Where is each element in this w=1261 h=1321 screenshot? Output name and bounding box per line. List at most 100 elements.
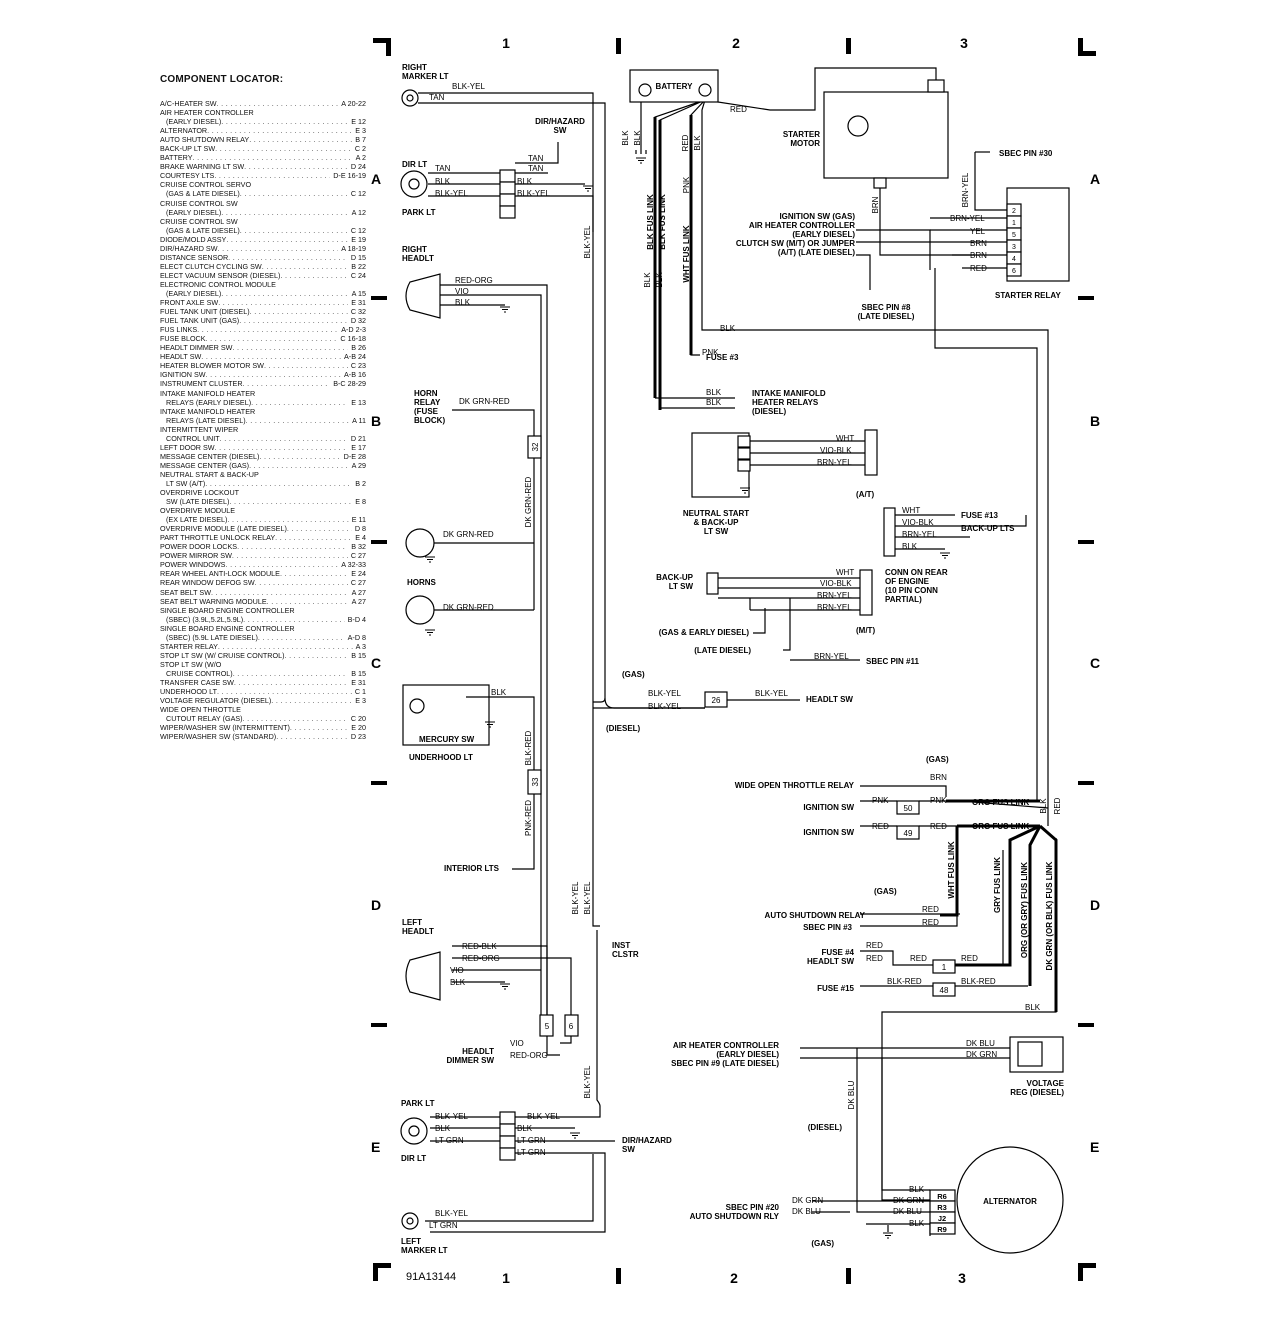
locator-grid-ref: A 3 bbox=[355, 641, 366, 651]
locator-component-name: SINGLE BOARD ENGINE CONTROLLER bbox=[160, 623, 295, 633]
locator-grid-ref: B 32 bbox=[351, 542, 366, 552]
wire-label: VIO bbox=[510, 1039, 524, 1048]
sbec-pin-30-label: SBEC PIN #30 bbox=[999, 149, 1053, 158]
locator-row: SINGLE BOARD ENGINE CONTROLLER bbox=[160, 624, 366, 633]
splice-26: 26 bbox=[712, 696, 721, 705]
alt-pin-r3: R3 bbox=[937, 1203, 947, 1212]
locator-row: TRANSFER CASE SWE 31 bbox=[160, 678, 366, 687]
locator-component-name: VOLTAGE REGULATOR (DIESEL) bbox=[160, 696, 272, 706]
wire-label: DK GRN-RED bbox=[443, 603, 494, 612]
wire-label: WHT bbox=[902, 506, 920, 515]
wire-label: LT GRN bbox=[517, 1136, 546, 1145]
locator-grid-ref: A-D 2-3 bbox=[341, 325, 366, 335]
locator-component-name: (EX LATE DIESEL) bbox=[166, 515, 228, 525]
locator-grid-ref: A 2 bbox=[355, 153, 366, 163]
locator-component-name: TRANSFER CASE SW bbox=[160, 678, 234, 687]
zone-row-b-left: B bbox=[371, 413, 381, 429]
locator-row: LEFT DOOR SWE 17 bbox=[160, 443, 366, 452]
splice-50: 50 bbox=[904, 804, 913, 813]
frame-marks bbox=[371, 38, 1096, 1284]
locator-grid-ref: A 27 bbox=[351, 596, 366, 606]
locator-row: WIDE OPEN THROTTLE bbox=[160, 705, 366, 714]
wire-label: DK GRN bbox=[792, 1196, 823, 1205]
ignition-sw-2-label: IGNITION SW bbox=[803, 828, 854, 837]
wire-label: BRN-YEL bbox=[950, 214, 985, 223]
wire-label: BRN-YEL bbox=[902, 530, 937, 539]
locator-grid-ref: A-B 16 bbox=[344, 370, 366, 380]
locator-row: SEAT BELT WARNING MODULE A 27 bbox=[160, 597, 366, 606]
wire-label: BLK bbox=[633, 130, 642, 146]
locator-component-name: MESSAGE CENTER (GAS) bbox=[160, 460, 250, 470]
zone-col-1-bottom: 1 bbox=[502, 1270, 510, 1286]
zone-row-d-right: D bbox=[1090, 897, 1100, 913]
alternator-label: ALTERNATOR bbox=[983, 1197, 1037, 1206]
wire-label: BLK bbox=[655, 272, 664, 288]
wire-label: BRN bbox=[970, 239, 987, 248]
locator-component-name: LEFT DOOR SW bbox=[160, 442, 215, 452]
gas-4-label: (GAS) bbox=[811, 1239, 834, 1248]
fuse-13-label: FUSE #13 bbox=[961, 511, 998, 520]
locator-component-name: FRONT AXLE SW bbox=[160, 298, 219, 308]
locator-row: REAR WINDOW DEFOG SWC 27 bbox=[160, 578, 366, 587]
horns-label: HORNS bbox=[407, 578, 437, 587]
wire-label: BLK-YEL bbox=[452, 82, 485, 91]
locator-component-name: HEADLT SW bbox=[160, 352, 202, 362]
locator-grid-ref: E 20 bbox=[351, 723, 366, 733]
locator-row: SEAT BELT SW A 27 bbox=[160, 588, 366, 597]
locator-component-name: COURTESY LTS bbox=[160, 171, 215, 181]
gas-early-diesel-label: (GAS & EARLY DIESEL) bbox=[659, 628, 750, 637]
locator-grid-ref: B-C 28-29 bbox=[333, 379, 366, 389]
locator-grid-ref: A 18-19 bbox=[341, 243, 366, 253]
wire-label: BRN-YEL bbox=[817, 458, 852, 467]
wire-label: WHT bbox=[836, 568, 854, 577]
locator-component-name: SEAT BELT SW bbox=[160, 587, 211, 597]
locator-grid-ref: A 27 bbox=[351, 587, 366, 597]
locator-row: OVERDRIVE LOCKOUT bbox=[160, 488, 366, 497]
locator-grid-ref: B 26 bbox=[351, 343, 366, 353]
locator-grid-ref: E 3 bbox=[355, 696, 366, 706]
locator-component-name: DIODE/MOLD ASSY bbox=[160, 234, 227, 244]
back-up-lts-label: BACK-UP LTS bbox=[961, 524, 1015, 533]
locator-row: SW (LATE DIESEL)E 8 bbox=[160, 497, 366, 506]
locator-component-name: PART THROTTLE UNLOCK RELAY bbox=[160, 533, 276, 543]
wire-label: RED bbox=[930, 822, 947, 831]
wire-label: BLK bbox=[693, 135, 702, 151]
starter-relay-label: STARTER RELAY bbox=[995, 291, 1061, 300]
relay-pin-1: 1 bbox=[1012, 220, 1016, 227]
locator-grid-ref: C 23 bbox=[350, 361, 366, 371]
locator-component-name: CRUISE CONTROL SW bbox=[160, 216, 238, 226]
wire-label: PNK bbox=[930, 796, 947, 805]
locator-row: A/C-HEATER SWA 20-22 bbox=[160, 99, 366, 108]
wire-label: BLK bbox=[909, 1219, 925, 1228]
locator-row: OVERDRIVE MODULE (LATE DIESEL)D 8 bbox=[160, 524, 366, 533]
locator-grid-ref: A 29 bbox=[351, 460, 366, 470]
locator-row: SINGLE BOARD ENGINE CONTROLLER bbox=[160, 606, 366, 615]
locator-component-name: (EARLY DIESEL) bbox=[166, 117, 222, 127]
locator-row: NEUTRAL START & BACK-UP bbox=[160, 470, 366, 479]
locator-component-name: OVERDRIVE MODULE (LATE DIESEL) bbox=[160, 524, 287, 534]
locator-component-name: WIPER/WASHER SW (INTERMITTENT) bbox=[160, 723, 290, 733]
locator-component-name: SEAT BELT WARNING MODULE bbox=[160, 596, 267, 606]
locator-row: (EARLY DIESEL) E 12 bbox=[160, 117, 366, 126]
locator-row: FUS LINKSA-D 2-3 bbox=[160, 325, 366, 334]
locator-grid-ref: E 12 bbox=[351, 117, 366, 127]
locator-grid-ref: B 2 bbox=[355, 478, 366, 488]
diagram-id: 91A13144 bbox=[406, 1271, 456, 1283]
locator-component-name: BRAKE WARNING LT SW bbox=[160, 162, 245, 172]
locator-component-name: POWER MIRROR SW bbox=[160, 551, 232, 561]
splice-49: 49 bbox=[904, 829, 913, 838]
wire-label: BRN bbox=[930, 773, 947, 782]
splice-48: 48 bbox=[940, 986, 949, 995]
wire-label: BLK-YEL bbox=[517, 189, 550, 198]
ignition-sw-1-label: IGNITION SW bbox=[803, 803, 854, 812]
wire-label: DK BLU bbox=[792, 1207, 821, 1216]
wire-label: BLK bbox=[517, 1124, 533, 1133]
locator-grid-ref: A 32-33 bbox=[341, 560, 366, 570]
locator-row: ELECT VACUUM SENSOR (DIESEL)C 24 bbox=[160, 271, 366, 280]
locator-component-name: INTAKE MANIFOLD HEATER bbox=[160, 406, 256, 416]
locator-component-name: BATTERY bbox=[160, 153, 193, 163]
locator-grid-ref: E 19 bbox=[351, 234, 366, 244]
wire-label: TAN bbox=[528, 164, 544, 173]
